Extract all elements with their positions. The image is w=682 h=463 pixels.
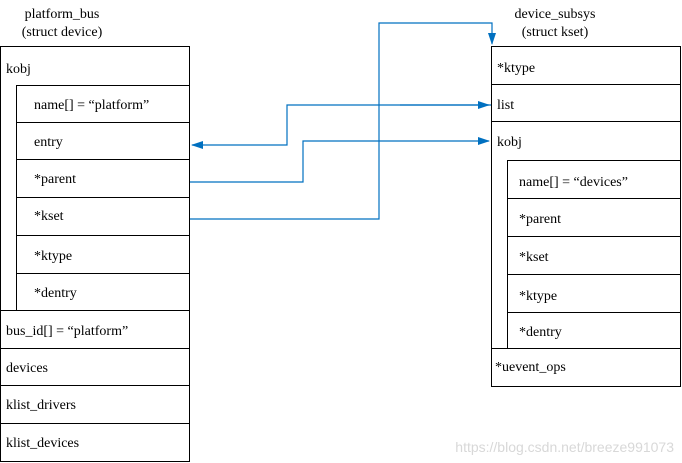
left-field-klist-drivers: klist_drivers (6, 398, 76, 413)
left-field-row (0, 385, 190, 424)
right-field-ktype: *ktype (497, 61, 535, 76)
left-kobj-label: kobj (6, 62, 31, 77)
connectors (190, 22, 496, 220)
right-kobj-label: kobj (497, 135, 522, 150)
right-field-row (491, 348, 681, 387)
left-kobj-field-parent: *parent (34, 172, 76, 187)
left-field-klist-devices: klist_devices (6, 436, 79, 451)
left-struct: kobj name[] = “platform” entry *parent *… (0, 46, 190, 462)
right-field-row (491, 46, 681, 85)
left-field-row (0, 348, 190, 386)
left-kobj-row (16, 85, 190, 123)
right-struct-subtitle: (struct kset) (522, 25, 589, 40)
left-kobj-field-ktype: *ktype (34, 249, 72, 264)
right-kobj-field-name: name[] = “devices” (519, 175, 628, 190)
right-field-list: list (497, 98, 514, 113)
arrow-parent-to-kobj (190, 137, 490, 183)
left-field-row (0, 423, 190, 462)
right-field-row (491, 84, 681, 122)
left-field-devices: devices (6, 361, 48, 376)
right-kobj-field-parent: *parent (519, 212, 561, 227)
left-kobj-row (16, 197, 190, 236)
arrow-list-to-entry (191, 104, 491, 149)
watermark-text: https://blog.csdn.net/breeze991073 (455, 439, 674, 455)
left-kobj-field-name: name[] = “platform” (34, 98, 149, 113)
right-kobj-field-ktype: *ktype (519, 289, 557, 304)
right-struct-title: device_subsys (515, 7, 596, 22)
left-kobj-field-entry: entry (34, 135, 63, 150)
left-kobj-row (16, 273, 190, 311)
right-kobj-row (507, 160, 681, 199)
left-kobj-field-kset: *kset (34, 209, 64, 224)
left-kobj-row (16, 235, 190, 274)
left-struct-title: platform_bus (25, 7, 100, 22)
right-struct: *ktype list kobj name[] = “devices” *par… (491, 46, 681, 387)
left-kobj-row (16, 159, 190, 198)
left-struct-subtitle: (struct device) (22, 25, 103, 40)
right-kobj-field-dentry: *dentry (519, 325, 562, 340)
right-kobj-row (507, 198, 681, 237)
left-field-bus-id: bus_id[] = “platform” (6, 324, 128, 339)
left-field-row (0, 310, 190, 349)
right-kobj-field-kset: *kset (519, 250, 549, 265)
left-kobj-field-dentry: *dentry (34, 286, 77, 301)
right-field-uevent-ops: *uevent_ops (495, 360, 566, 375)
arrow-kset-to-subsys (190, 22, 496, 220)
right-kobj-row (507, 236, 681, 275)
